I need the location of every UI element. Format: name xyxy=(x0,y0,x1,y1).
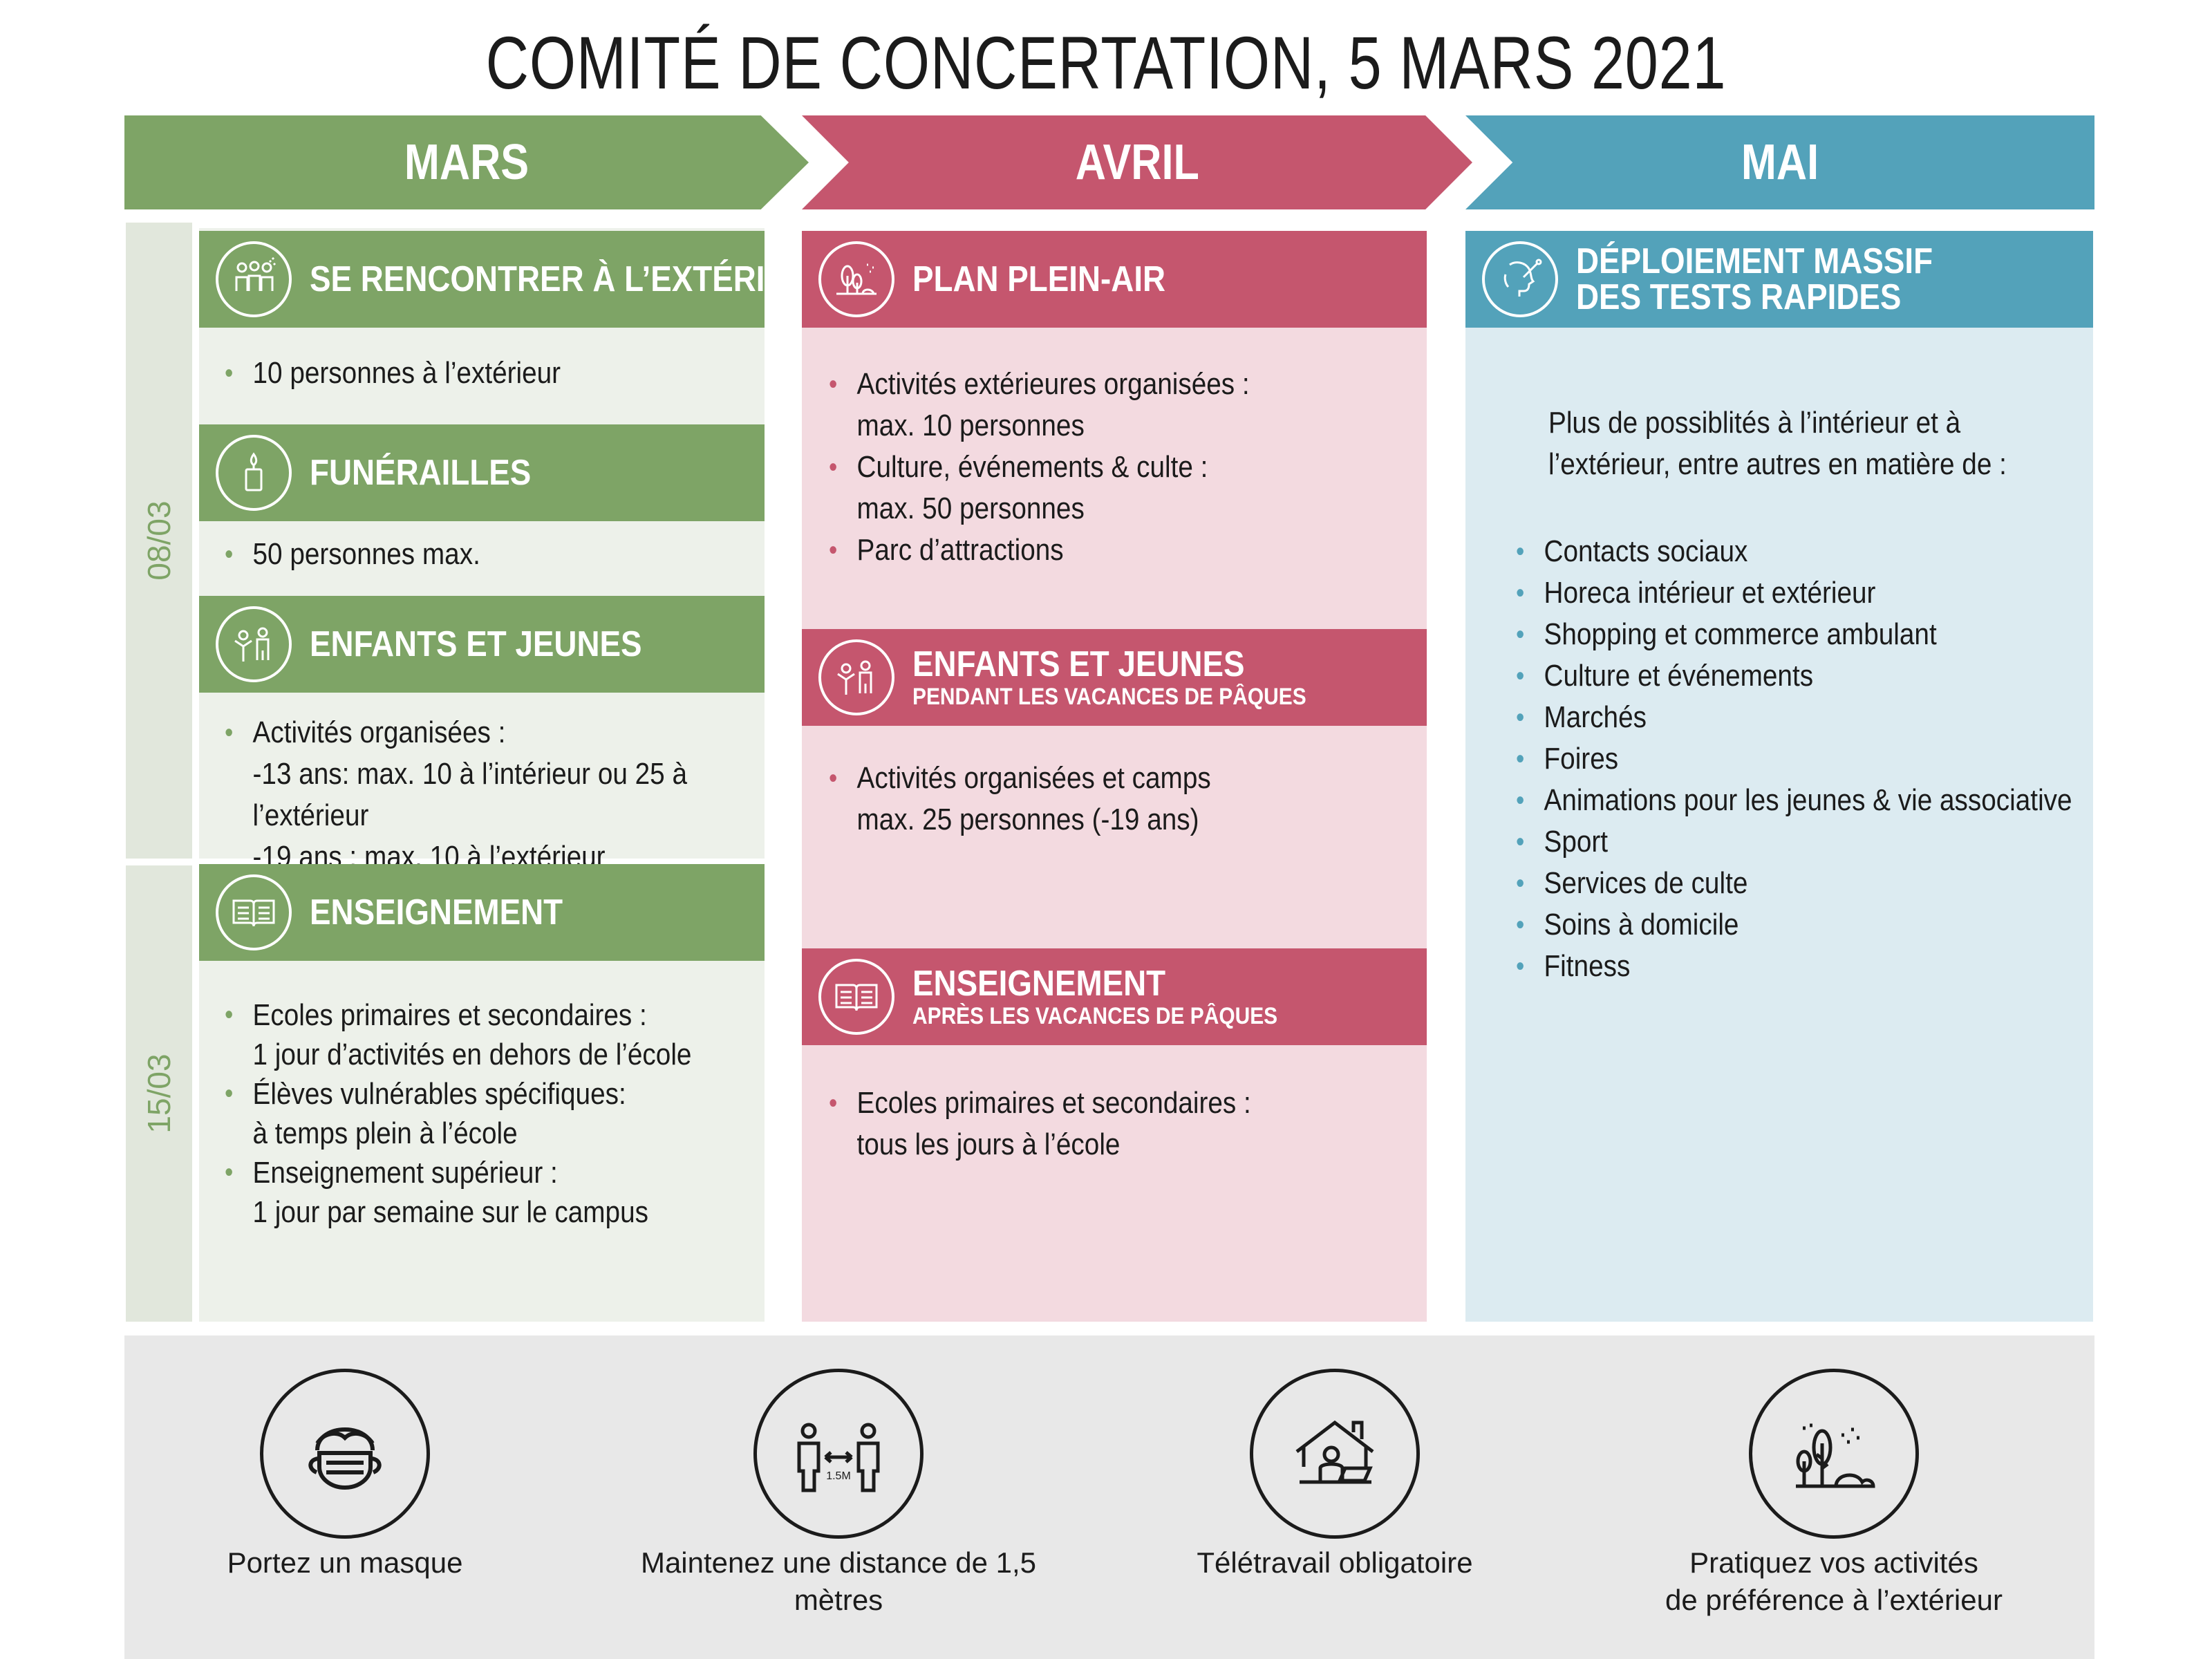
month-header-avril: AVRIL xyxy=(802,115,1472,209)
section-header-children-easter: ENFANTS ET JEUNES PENDANT LES VACANCES D… xyxy=(802,629,1427,726)
children-icon xyxy=(818,639,894,715)
candle-icon xyxy=(216,435,292,511)
list-item: Ecoles primaires et secondaires : tous l… xyxy=(824,1082,1401,1165)
list-item: Foires xyxy=(1511,738,2074,780)
children-icon xyxy=(216,606,292,682)
section-title: SE RENCONTRER À L’EXTÉRIEUR xyxy=(310,259,832,299)
list-item: Marchés xyxy=(1511,697,2074,738)
list-item: Shopping et commerce ambulant xyxy=(1511,614,2074,655)
list-item: Parc d’attractions xyxy=(824,529,1401,571)
section-title-line2: DES TESTS RAPIDES xyxy=(1576,277,1902,317)
section-title: ENFANTS ET JEUNES xyxy=(310,624,642,664)
section-title: ENSEIGNEMENT xyxy=(310,892,563,932)
distance-icon-text: 1.5M xyxy=(826,1470,851,1482)
people-outdoor-icon xyxy=(216,241,292,317)
list-item: Sport xyxy=(1511,821,2074,863)
bullet-list: Activités organisées : -13 ans: max. 10 … xyxy=(220,712,763,878)
section-title: ENFANTS ET JEUNES xyxy=(912,644,1245,684)
section-title-line1: DÉPLOIEMENT MASSIF xyxy=(1576,241,1933,281)
mai-list: Contacts sociaux Horeca intérieur et ext… xyxy=(1511,531,2078,987)
list-item: Ecoles primaires et secondaires : 1 jour… xyxy=(220,995,763,1074)
nose-swab-test-icon xyxy=(1482,241,1558,317)
month-label-avril: AVRIL xyxy=(1075,135,1199,190)
section-body-education-after-easter: Ecoles primaires et secondaires : tous l… xyxy=(824,1082,1405,1165)
section-subtitle: PENDANT LES VACANCES DE PÂQUES xyxy=(912,684,1306,710)
list-item: 50 personnes max. xyxy=(220,534,742,575)
section-body-children-youth: Activités organisées : -13 ans: max. 10 … xyxy=(220,712,766,878)
bullet-list: Contacts sociaux Horeca intérieur et ext… xyxy=(1511,531,2074,987)
list-item: Culture, événements & culte : max. 50 pe… xyxy=(824,447,1401,529)
list-item: Fitness xyxy=(1511,946,2074,987)
page-title: COMITÉ DE CONCERTATION, 5 MARS 2021 xyxy=(485,21,1727,104)
date-bar-0803: 08/03 xyxy=(126,223,192,859)
footer-label-telework: Télétravail obligatoire xyxy=(1197,1546,1473,1579)
section-title: ENSEIGNEMENT xyxy=(912,964,1166,1004)
date-label: 08/03 xyxy=(141,500,177,581)
list-item: 10 personnes à l’extérieur xyxy=(220,353,742,394)
list-item: Contacts sociaux xyxy=(1511,531,2074,572)
section-header-education: ENSEIGNEMENT xyxy=(199,864,765,961)
list-item: Horeca intérieur et extérieur xyxy=(1511,572,2074,614)
section-title: FUNÉRAILLES xyxy=(310,453,532,493)
section-body-meet-outside: 10 personnes à l’extérieur xyxy=(220,353,745,394)
section-header-funerals: FUNÉRAILLES xyxy=(199,424,765,521)
section-header-rapid-tests: DÉPLOIEMENT MASSIF DES TESTS RAPIDES xyxy=(1465,231,2093,328)
trees-outdoor-icon xyxy=(1749,1369,1919,1539)
list-item: Activités organisées : -13 ans: max. 10 … xyxy=(220,712,763,878)
list-item: Services de culte xyxy=(1511,863,2074,904)
book-icon xyxy=(216,874,292,950)
home-office-icon xyxy=(1250,1369,1420,1539)
book-icon xyxy=(818,959,894,1035)
bullet-list: Activités extérieures organisées : max. … xyxy=(824,364,1401,571)
date-label: 15/03 xyxy=(141,1053,177,1134)
list-item: Activités organisées et camps max. 25 pe… xyxy=(824,758,1401,841)
list-item: Soins à domicile xyxy=(1511,904,2074,946)
bullet-list: 50 personnes max. xyxy=(220,534,742,575)
face-mask-icon xyxy=(260,1369,430,1539)
bullet-list: 10 personnes à l’extérieur xyxy=(220,353,742,394)
list-item: Activités extérieures organisées : max. … xyxy=(824,364,1401,447)
month-label-mars: MARS xyxy=(404,135,529,190)
month-header-mars: MARS xyxy=(124,115,809,209)
list-item: Animations pour les jeunes & vie associa… xyxy=(1511,780,2074,821)
distance-icon: 1.5M xyxy=(753,1369,924,1539)
bullet-list: Ecoles primaires et secondaires : tous l… xyxy=(824,1082,1401,1165)
section-body-education: Ecoles primaires et secondaires : 1 jour… xyxy=(220,995,766,1232)
list-item: Élèves vulnérables spécifiques: à temps … xyxy=(220,1074,763,1153)
month-label-mai: MAI xyxy=(1741,135,1819,190)
section-subtitle: APRÈS LES VACANCES DE PÂQUES xyxy=(912,1003,1278,1029)
list-item: Enseignement supérieur : 1 jour par sema… xyxy=(220,1153,763,1232)
month-header-mai: MAI xyxy=(1465,115,2094,209)
section-body-outdoor-plan: Activités extérieures organisées : max. … xyxy=(824,364,1405,571)
intro-text: Plus de possiblités à l’intérieur et à l… xyxy=(1548,406,2007,481)
footer-label-mask: Portez un masque xyxy=(227,1546,463,1579)
footer-label-distance: Maintenez une distance de 1,5 mètres xyxy=(640,1546,1037,1616)
section-title: PLAN PLEIN-AIR xyxy=(912,259,1166,299)
section-header-meet-outside: SE RENCONTRER À L’EXTÉRIEUR xyxy=(199,231,832,328)
section-body-children-easter: Activités organisées et camps max. 25 pe… xyxy=(824,758,1405,841)
trees-outdoor-icon xyxy=(818,241,894,317)
footer-label-outdoor: Pratiquez vos activités de préférence à … xyxy=(1665,1546,2003,1616)
bullet-list: Activités organisées et camps max. 25 pe… xyxy=(824,758,1401,841)
section-body-funerals: 50 personnes max. xyxy=(220,534,745,575)
mai-intro: Plus de possiblités à l’intérieur et à l… xyxy=(1548,402,2088,485)
section-header-children-youth: ENFANTS ET JEUNES xyxy=(199,596,765,693)
section-header-outdoor-plan: PLAN PLEIN-AIR xyxy=(802,231,1427,328)
section-header-education-after-easter: ENSEIGNEMENT APRÈS LES VACANCES DE PÂQUE… xyxy=(802,948,1427,1045)
bullet-list: Ecoles primaires et secondaires : 1 jour… xyxy=(220,995,763,1232)
date-bar-1503: 15/03 xyxy=(126,865,192,1322)
list-item: Culture et événements xyxy=(1511,655,2074,697)
